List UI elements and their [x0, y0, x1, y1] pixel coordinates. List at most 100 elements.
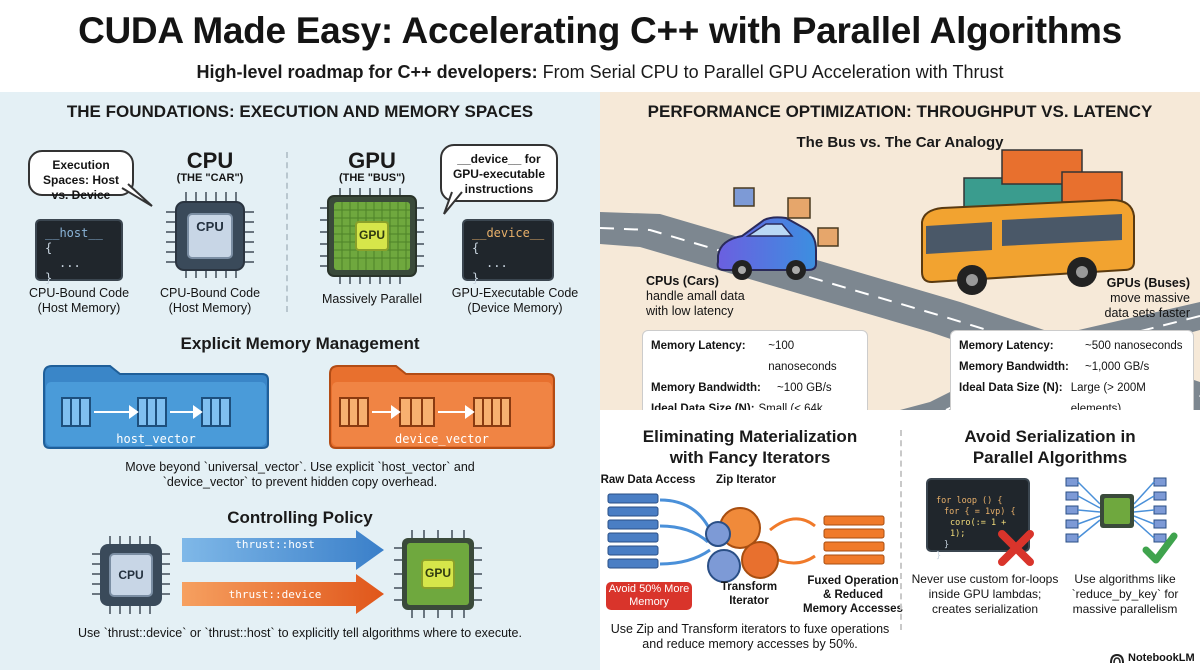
- notebooklm-logo-icon: [1110, 653, 1124, 664]
- memory-note: Move beyond `universal_vector`. Use expl…: [0, 460, 600, 490]
- transform-line: Iterator: [729, 595, 769, 607]
- transform-iterator-label: Transform Iterator: [704, 580, 794, 608]
- notebooklm-label: NotebookLM: [1128, 652, 1195, 664]
- subtitle-bold: High-level roadmap for C++ developers:: [196, 62, 538, 82]
- code-line: for { = 1vp) {: [944, 507, 1016, 517]
- analogy-subheading: The Bus vs. The Car Analogy: [796, 134, 1004, 151]
- stat-value: ~1,000 GB/s: [1085, 361, 1150, 373]
- stats-row: Memory Latency:~100 nanoseconds: [651, 336, 859, 378]
- gpu-buses-label: GPUs (Buses) move massive data sets fast…: [1060, 276, 1190, 321]
- host-code-snippet: __host__ { ... }: [35, 219, 123, 285]
- cpu-caption: CPU-Bound Code (Host Memory): [140, 286, 280, 316]
- memory-note-line: Move beyond `universal_vector`. Use expl…: [125, 460, 475, 474]
- avoid-line: Memory Accesses: [625, 596, 673, 621]
- gpu-title: GPU: [348, 148, 396, 173]
- notebooklm-branding: NotebookLM: [1110, 650, 1198, 666]
- good-practice-note: Use algorithms like `reduce_by_key` for …: [1060, 572, 1190, 617]
- stats-row: Ideal Data Size (N):Small (< 64k element…: [651, 399, 859, 410]
- memory-note-line: `device_vector` to prevent hidden copy o…: [162, 475, 438, 489]
- stat-value: Large (> 200M elements): [1070, 382, 1146, 410]
- subtitle-rest: From Serial CPU to Parallel GPU Accelera…: [542, 62, 1004, 82]
- gpu-subtitle: (THE "BUS"): [338, 172, 406, 184]
- performance-heading: PERFORMANCE OPTIMIZATION: THROUGHPUT VS.…: [647, 102, 1153, 121]
- page-subtitle: High-level roadmap for C++ developers: F…: [0, 62, 1200, 83]
- host-code-line: ...: [59, 256, 81, 270]
- bubble-tail-right: [443, 191, 463, 215]
- device-vector-folder-icon: [329, 365, 555, 449]
- caption-line: (Host Memory): [37, 301, 121, 315]
- cpu-cars-line: with low latency: [646, 304, 734, 318]
- heading-line: Eliminating Materialization: [642, 427, 858, 446]
- gpu-stats-card: Memory Latency: ~500 nanoseconds Memory B…: [950, 330, 1194, 410]
- caption-line: GPU-Executable Code: [451, 286, 579, 300]
- materialization-heading: Eliminating Materialization with Fancy I…: [600, 426, 900, 468]
- cpu-cars-title: CPUs (Cars): [646, 274, 719, 288]
- foundations-divider: [286, 152, 288, 312]
- caption-line: (Host Memory): [168, 301, 252, 315]
- optimization-divider: [900, 430, 902, 630]
- caption-line: CPU-Bound Code: [28, 286, 130, 300]
- stat-key: Memory Latency:: [959, 340, 1054, 352]
- caption-line: CPU-Bound Code: [159, 286, 261, 300]
- code-line: coro(:= 1 + 1);: [950, 518, 1007, 539]
- thrust-device-arrow: [182, 574, 384, 614]
- heading-line: with Fancy Iterators: [669, 448, 831, 467]
- fancy-iterator-diagram: [607, 493, 885, 583]
- device-code-line: {: [472, 241, 480, 255]
- stats-row: Memory Latency: ~500 nanoseconds: [959, 336, 1185, 357]
- fused-line: & Reduced: [822, 589, 884, 601]
- stat-value: ~100 GB/s: [777, 382, 832, 394]
- note-line: Use Zip and Transform iterators to fuxe …: [610, 622, 890, 636]
- thrust-host-label: thrust::host: [235, 538, 315, 551]
- gpu-buses-line: data sets faster: [1104, 306, 1190, 320]
- policy-gpu-chip-icon: [394, 530, 482, 618]
- host-vector-folder-icon: [43, 365, 269, 449]
- host-vector-label: host_vector: [116, 432, 196, 446]
- note-line: creates serialization: [931, 602, 1039, 616]
- cpu-chip-label: CPU: [196, 219, 224, 234]
- zip-iterator-label: Zip Iterator: [715, 474, 777, 486]
- device-code-line: }: [472, 271, 480, 285]
- fused-line: Memory Accesses: [803, 603, 903, 615]
- bubble-tail-left: [121, 183, 153, 207]
- fused-operation-label: Fuxed Operation & Reduced Memory Accesse…: [798, 574, 908, 616]
- heading-line: Avoid Serialization in: [964, 427, 1136, 446]
- stats-row: Ideal Data Size (N):Large (> 200M elemen…: [959, 378, 1185, 410]
- note-line: and reduce memory accesses by 50%.: [642, 637, 858, 651]
- avoid-badge: Avoid 50% More Memory Accesses: [606, 582, 692, 621]
- cpu-cars-line: handle amall data: [646, 289, 745, 303]
- data-cubes-icon: [733, 187, 839, 247]
- page-title: CUDA Made Easy: Accelerating C++ with Pa…: [78, 10, 1122, 51]
- stats-row: Memory Bandwidth: ~100 GB/s: [651, 378, 859, 399]
- foundations-panel: THE FOUNDATIONS: EXECUTION AND MEMORY SP…: [0, 92, 600, 670]
- note-line: `reduce_by_key` for: [1071, 587, 1179, 601]
- stat-value: Small (< 64k elements): [758, 403, 823, 410]
- gpu-caption: Massively Parallel: [321, 292, 423, 306]
- cpu-title: CPU: [186, 148, 234, 173]
- device-vector-label: device_vector: [395, 432, 489, 446]
- device-code-line: __device__: [472, 226, 545, 240]
- policy-heading: Controlling Policy: [227, 508, 373, 527]
- gpu-buses-title: GPUs (Buses): [1106, 276, 1190, 290]
- note-line: Use algorithms like: [1074, 572, 1176, 586]
- cpu-stats-card: Memory Latency:~100 nanoseconds Memory B…: [642, 330, 868, 410]
- execution-spaces-bubble: Execution Spaces: Host vs. Device: [28, 150, 134, 202]
- stat-key: Memory Bandwidth:: [651, 382, 761, 394]
- policy-cpu-label: CPU: [118, 568, 144, 582]
- stat-key: Memory Bandwidth:: [959, 361, 1069, 373]
- host-code-line: {: [45, 241, 53, 255]
- stat-value: ~500 nanoseconds: [1085, 340, 1183, 352]
- gpu-chip-icon: [320, 188, 424, 284]
- caption-line: (Device Memory): [467, 301, 563, 315]
- cpu-chip-icon: [166, 192, 254, 278]
- thrust-host-arrow: [182, 530, 384, 570]
- code-line: for loop () {: [936, 496, 1003, 506]
- reduce-by-key-network-icon: [1065, 477, 1167, 543]
- avoid-line: Avoid 50% More: [608, 583, 690, 595]
- transform-line: Transform: [720, 581, 778, 593]
- raw-data-label: Raw Data Access: [600, 474, 696, 486]
- memory-heading: Explicit Memory Management: [180, 334, 420, 353]
- serialization-heading: Avoid Serialization in Parallel Algorith…: [900, 426, 1200, 468]
- thrust-device-label: thrust::device: [228, 588, 322, 601]
- foundations-heading: THE FOUNDATIONS: EXECUTION AND MEMORY SP…: [66, 102, 534, 121]
